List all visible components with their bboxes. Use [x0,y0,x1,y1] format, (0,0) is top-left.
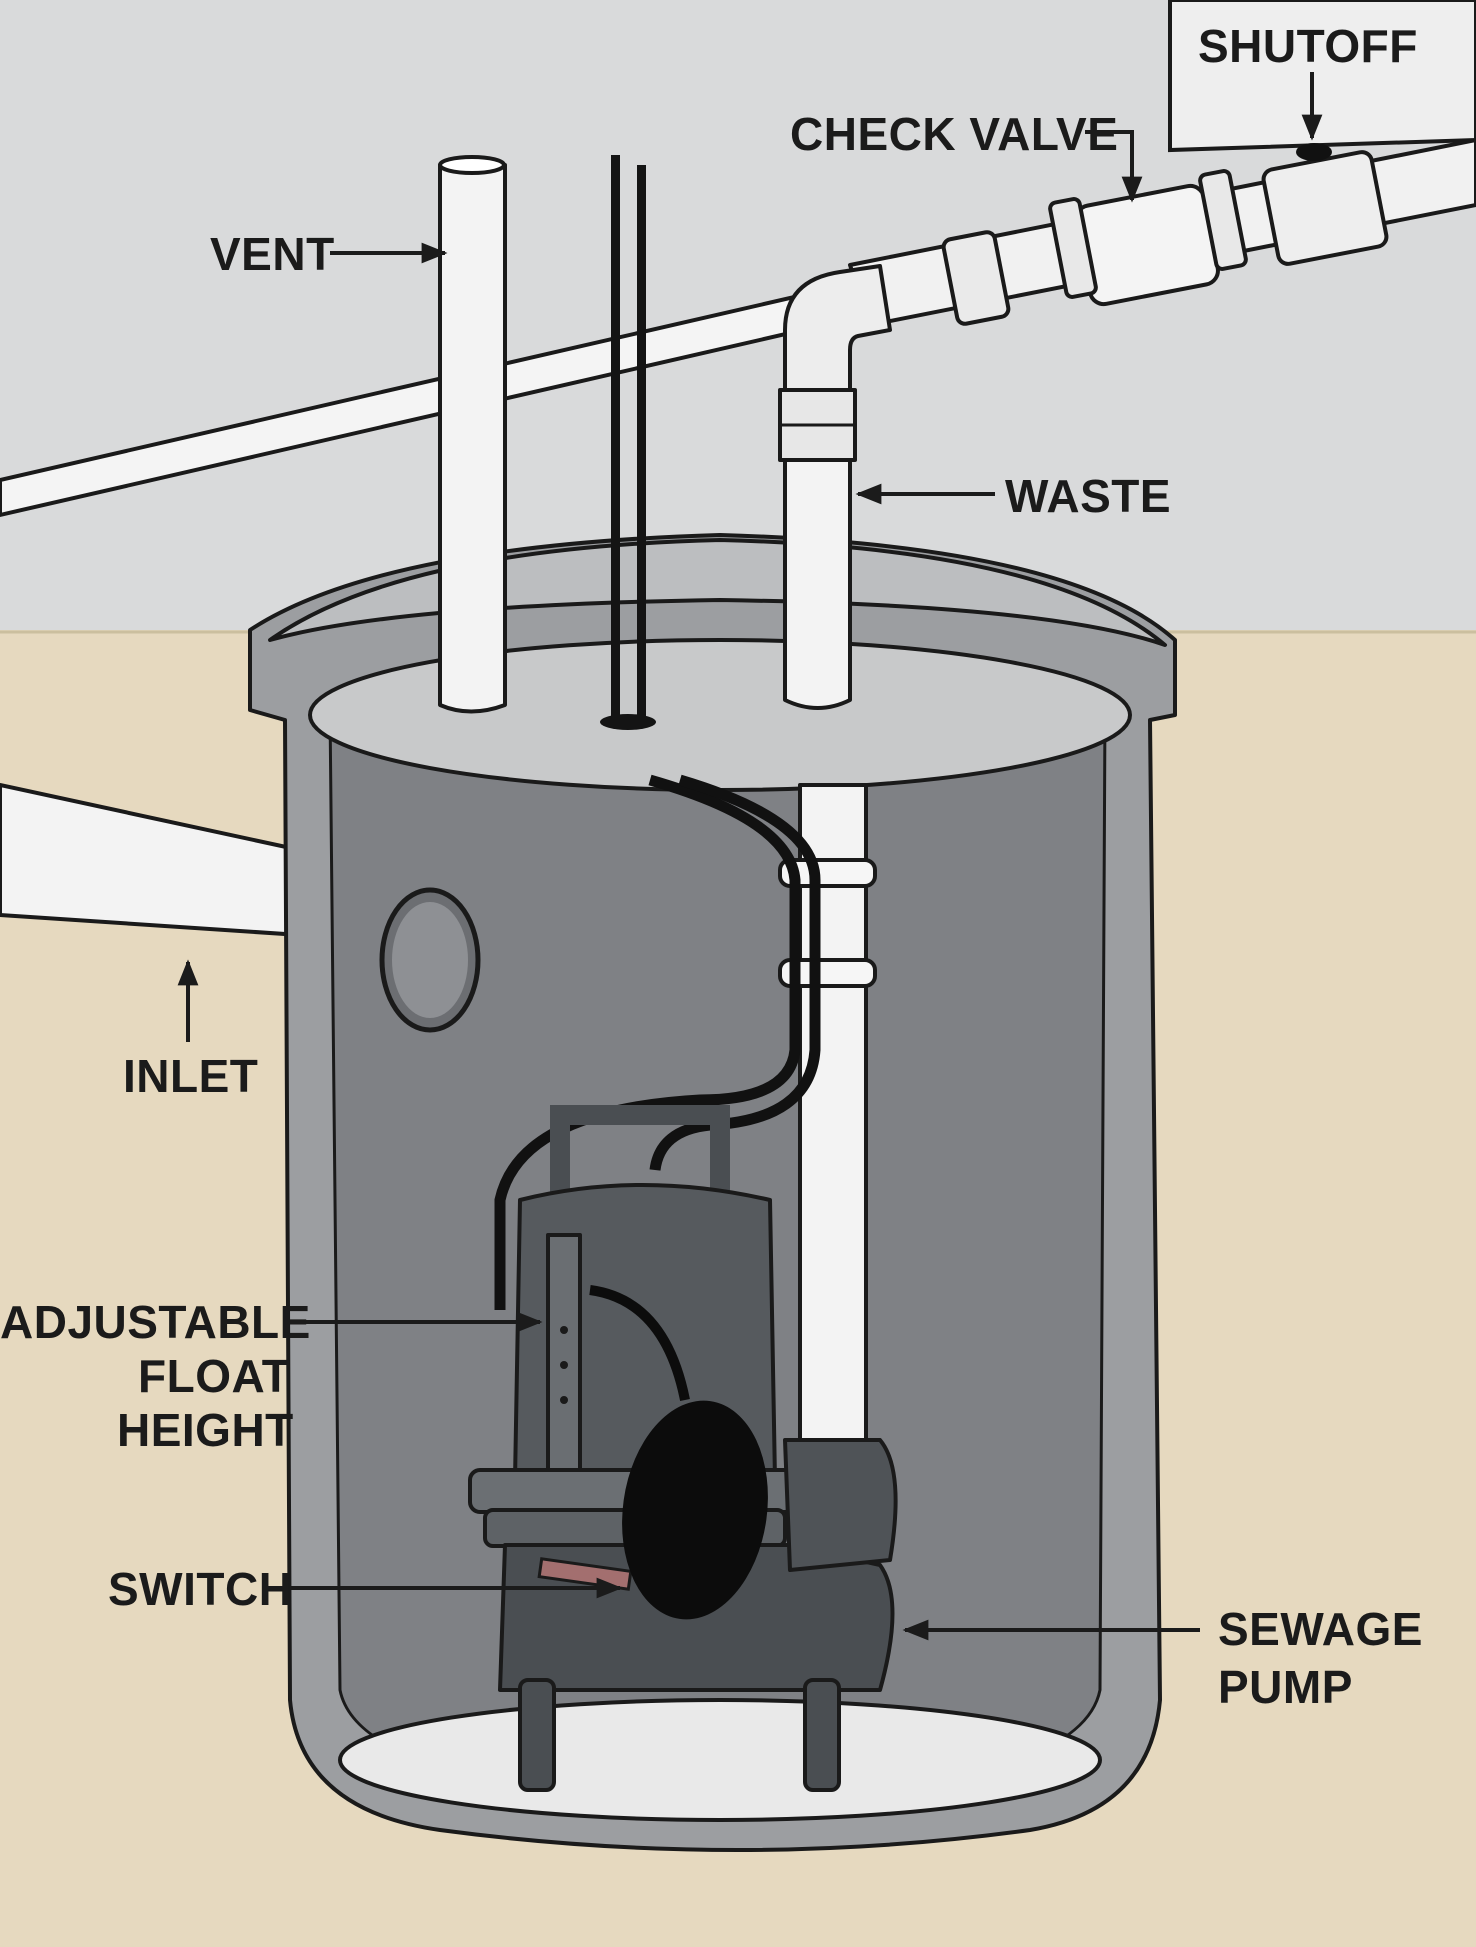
inspection-port-inner [392,902,468,1018]
label-pump-line2: PUMP [1218,1661,1353,1713]
riser-clamp-lower [778,958,877,988]
power-cord-interior-2 [649,774,821,1171]
waste-riser-upper [783,388,852,710]
float-cable [589,1285,690,1401]
label-pump-line1: SEWAGE [1218,1603,1423,1655]
basin-bottom [338,1698,1102,1822]
float-adjust-hole-1 [560,1326,568,1334]
pump-discharge [783,1438,898,1572]
float-ball [622,1400,768,1620]
label-vent: VENT [210,228,335,280]
pipe-coupling-1 [941,230,1011,326]
waste-elbow [783,264,892,397]
power-cord-1 [611,155,620,720]
float-adjust-hole-3 [560,1396,568,1404]
label-float-line1: ADJUSTABLE [0,1296,311,1348]
check-valve-ring-left [1048,197,1098,299]
label-shutoff: SHUTOFF [1198,20,1418,72]
label-waste: WASTE [1005,470,1171,522]
vent-pipe-top [438,155,506,175]
label-switch: SWITCH [108,1563,292,1615]
pump-handle [550,1105,730,1200]
label-inlet: INLET [123,1050,258,1102]
shutoff-valve-body [1261,150,1389,266]
label-float-line3: HEIGHT [117,1404,294,1456]
label-check-valve: CHECK VALVE [790,108,1118,160]
pump-leg-left [518,1678,556,1792]
riser-clamp-upper [778,858,877,888]
cord-grommet [600,714,656,730]
vent-pipe [438,163,507,714]
basin-lid [308,638,1132,792]
pump-leg-right [803,1678,841,1792]
leader-check-valve [1085,130,1143,203]
shutoff-handle [1296,143,1332,161]
power-cord-2 [637,165,646,720]
float-adjust-hole-2 [560,1361,568,1369]
check-valve-ring-right [1198,169,1248,271]
wall-corner-panel [1168,0,1476,153]
label-float-line2: FLOAT [138,1350,290,1402]
power-cord-interior-1 [494,774,801,1310]
